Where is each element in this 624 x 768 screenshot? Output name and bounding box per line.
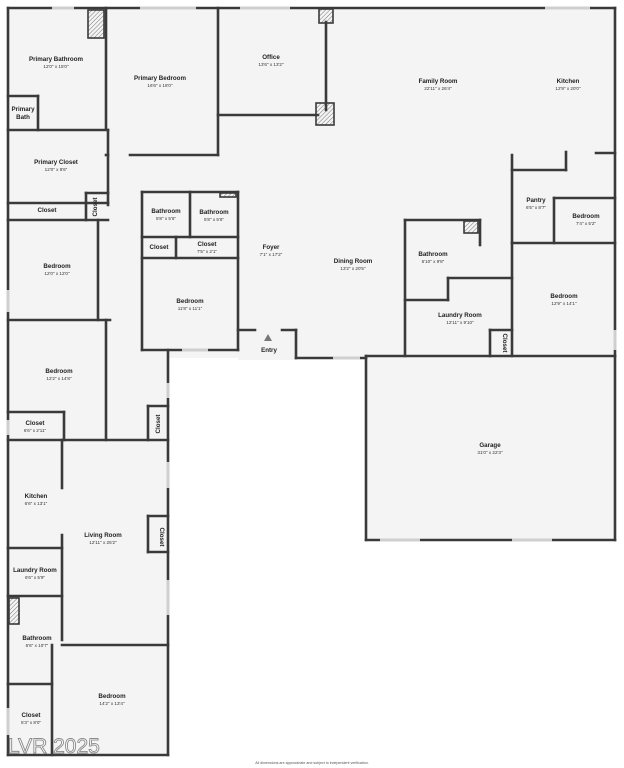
room-dims-foyer: 7'1" x 17'2" [260,252,283,257]
room-label-closet-c: Closet [150,244,169,251]
room-dims-bathroom-b: 5'8" x 5'6" [204,217,224,222]
room-label-closet-e: Closet [501,334,508,353]
room-label-garage: Garage [479,442,501,449]
room-label-bedroom-c: Bedroom [176,298,204,305]
room-dims-office: 13'6" x 13'2" [258,62,284,67]
room-label-primary-bath: Bath [16,114,30,121]
room-label-foyer: Foyer [263,244,280,251]
room-label-laundry-room-b: Laundry Room [13,567,57,574]
entry-arrow-icon [264,334,272,341]
room-label-closet-a: Closet [38,207,57,214]
room-label-bedroom-b: Bedroom [550,293,578,300]
room-label-closet-f: Closet [26,420,45,427]
room-dims-laundry-room: 12'11" x 9'10" [446,320,474,325]
watermark: LVR 2025 [8,735,100,758]
room-label-primary-bath-line1: Primary [11,106,35,113]
room-label-kitchen: Kitchen [557,78,580,85]
room-label-office: Office [262,54,280,61]
room-dims-bedroom-b: 12'9" x 14'1" [551,301,577,306]
room-dims-primary-bedroom: 16'6" x 18'0" [147,83,173,88]
room-label-bathroom-c: Bathroom [418,251,448,258]
room-dims-bathroom-d: 6'6" x 10'7" [26,643,49,648]
room-label-closet-i: Closet [22,712,41,719]
room-label-bedroom-small: Bedroom [572,213,600,220]
disclaimer: All dimensions are approximate and subje… [255,761,368,765]
room-dims-bedroom-d: 12'2" x 14'8" [46,376,72,381]
room-dims-closet-i: 5'3" x 8'0" [21,720,41,725]
room-label-bathroom-d: Bathroom [22,635,52,642]
room-label-laundry-room: Laundry Room [438,312,482,319]
room-label-bathroom-a: Bathroom [151,208,181,215]
room-label-primary-bedroom: Primary Bedroom [134,75,186,82]
room-label-primary-closet: Primary Closet [34,159,78,166]
room-dims-bathroom-a: 5'8" x 5'6" [156,216,176,221]
room-dims-closet-f: 6'6" x 2'11" [24,428,47,433]
room-dims-living-room: 12'11" x 25'2" [89,540,117,545]
room-label-closet-h: Closet [158,528,165,547]
room-dims-dining-room: 13'2" x 20'5" [340,266,366,271]
room-label-living-room: Living Room [84,532,122,539]
room-label-family-room: Family Room [419,78,458,85]
room-label-bedroom-d: Bedroom [45,368,73,375]
room-dims-primary-bathroom: 12'0" x 15'0" [43,64,69,69]
room-dims-pantry: 6'5" x 8'7" [526,205,546,210]
room-label-kitchen-b: Kitchen [25,493,48,500]
room-dims-closet-d: 7'5" x 2'1" [197,249,217,254]
room-label-closet-g: Closet [155,415,162,434]
room-dims-bedroom-e: 14'2" x 13'4" [99,701,125,706]
room-label-bedroom-e: Bedroom [98,693,126,700]
room-dims-kitchen-b: 6'6" x 13'1" [25,501,48,506]
room-label-bathroom-b: Bathroom [199,209,229,216]
room-dims-primary-closet: 12'0" x 8'6" [45,167,68,172]
structural-columns [8,8,479,625]
room-dims-kitchen: 12'9" x 20'0" [555,86,581,91]
room-dims-family-room: 22'11" x 26'4" [424,86,452,91]
room-label-closet-b: Closet [92,198,99,217]
room-label-pantry: Pantry [526,197,546,204]
floor-areas [8,8,615,755]
room-dims-laundry-room-b: 6'6" x 5'9" [25,575,45,580]
room-label-primary-bathroom: Primary Bathroom [29,56,83,63]
walls [6,6,617,757]
room-label-closet-d: Closet [198,241,217,248]
room-label-bedroom-a: Bedroom [43,263,71,270]
room-labels: Primary Bathroom 12'0" x 15'0" Primary B… [11,54,600,725]
room-dims-bathroom-c: 6'10" x 9'8" [422,259,445,264]
entry-label: Entry [261,347,277,354]
room-label-dining-room: Dining Room [334,258,373,265]
room-dims-bedroom-a: 12'0" x 12'0" [44,271,70,276]
room-dims-bedroom-small: 7'4" x 5'2" [576,221,596,226]
room-dims-bedroom-c: 11'8" x 11'1" [178,306,203,311]
room-dims-garage: 31'0" x 22'3" [477,450,503,455]
windows [6,6,617,735]
